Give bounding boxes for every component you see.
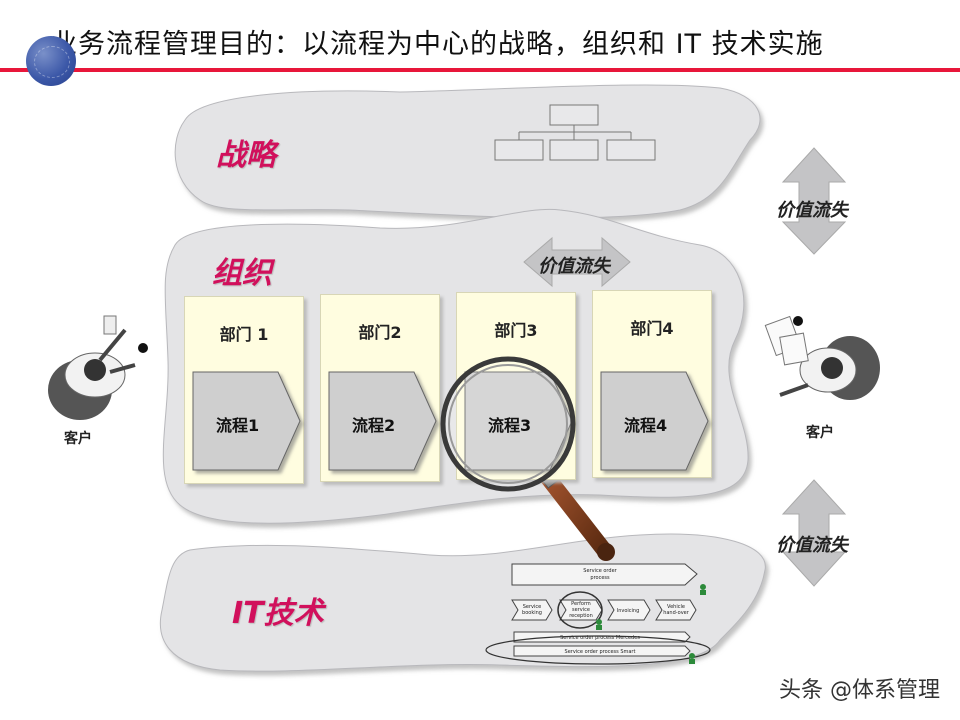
department-name: 部门4	[630, 319, 674, 338]
customer-left-icon	[48, 315, 148, 420]
globe-logo-icon	[26, 36, 76, 86]
svg-text:Invoicing: Invoicing	[617, 608, 640, 614]
department-2: 部门2	[320, 294, 440, 482]
value-loss-label-top: 价值流失	[776, 200, 848, 221]
svg-text:reception: reception	[569, 613, 593, 619]
strategy-label: 战略	[216, 138, 276, 173]
it-header-text: Service order	[583, 568, 617, 574]
process-label-3: 流程3	[488, 416, 532, 435]
value-loss-label-bottom: 价值流失	[776, 535, 848, 556]
department-4: 部门4	[592, 290, 712, 478]
org-chart-icon	[494, 104, 656, 161]
department-name: 部门2	[358, 323, 402, 342]
process-label-1: 流程1	[216, 416, 260, 435]
it-label: IT技术	[232, 596, 324, 631]
process-label-2: 流程2	[352, 416, 396, 435]
it-process-diagram: Service order process Service booking Pe…	[485, 563, 711, 665]
svg-text:hand-over: hand-over	[663, 610, 690, 616]
customer-right-label: 客户	[806, 425, 834, 441]
svg-text:Perform: Perform	[571, 601, 591, 607]
svg-text:Vehicle: Vehicle	[667, 604, 685, 610]
strategy-cloud	[174, 84, 761, 219]
title-underline	[0, 68, 960, 72]
page-title: 业务流程管理目的：以流程为中心的战略，组织和 IT 技术实施	[50, 29, 824, 60]
organization-label: 组织	[212, 256, 272, 291]
service-order-header	[511, 563, 698, 586]
it-bar2-text: Service order process Smart	[565, 649, 636, 655]
svg-text:process: process	[590, 575, 610, 581]
department-3: 部门3	[456, 292, 576, 480]
svg-text:Service: Service	[523, 604, 541, 610]
svg-text:booking: booking	[522, 610, 542, 616]
department-name: 部门 1	[219, 325, 269, 344]
department-name: 部门3	[494, 321, 538, 340]
watermark: 头条 @体系管理	[779, 678, 940, 703]
svg-text:service: service	[572, 607, 590, 613]
value-loss-label-org: 价值流失	[538, 256, 610, 277]
process-label-4: 流程4	[624, 416, 668, 435]
department-1: 部门 1	[184, 296, 304, 484]
customer-left-label: 客户	[64, 431, 92, 447]
it-bar1-text: Service order process Mercedes	[560, 635, 640, 641]
customer-right-icon	[764, 315, 880, 400]
value-loss-arrow-bottom	[781, 479, 847, 587]
value-loss-arrow-top	[781, 147, 847, 255]
value-loss-arrow-horizontal	[523, 236, 631, 288]
